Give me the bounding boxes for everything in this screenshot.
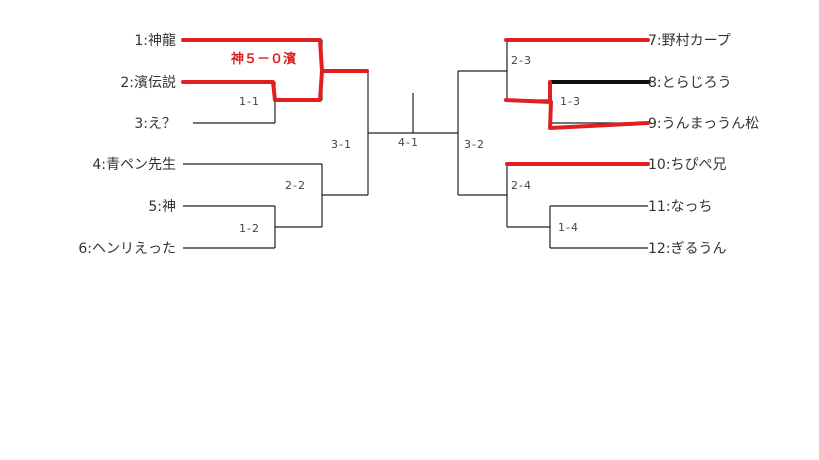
winner-line-9	[504, 98, 650, 130]
match-3-1: 3-1	[331, 138, 352, 151]
player-2: 2:濱伝説	[120, 75, 176, 91]
player-7: 7:野村カープ	[648, 33, 731, 49]
match-1-4: 1-4	[558, 221, 579, 234]
player-12: 12:ぎるうん	[648, 241, 727, 257]
match-2-2: 2-2	[285, 179, 306, 192]
winner-lines	[181, 38, 650, 166]
match-2-3: 2-3	[511, 54, 532, 67]
match-1-2: 1-2	[239, 222, 260, 235]
match-1-1: 1-1	[239, 95, 260, 108]
player-10: 10:ちぴぺ兄	[648, 157, 727, 173]
player-3: 3:え？	[134, 116, 176, 132]
match-2-4: 2-4	[511, 179, 532, 192]
player-4: 4:青ペン先生	[92, 157, 176, 173]
player-5: 5:神	[148, 199, 176, 215]
match-1-3: 1-3	[560, 95, 581, 108]
player-6: 6:ヘンリえった	[78, 241, 176, 257]
player-9: 9:うんまっうん松	[648, 116, 759, 132]
winner-line-1	[181, 38, 369, 73]
player-8: 8:とらじろう	[648, 75, 732, 91]
score-note: 神５－０濱	[231, 51, 296, 67]
winner-line-2	[181, 69, 324, 102]
player-11: 11:なっち	[648, 199, 713, 215]
player-1: 1:神龍	[134, 32, 176, 49]
match-4-1: 4-1	[398, 136, 419, 149]
match-3-2: 3-2	[464, 138, 485, 151]
